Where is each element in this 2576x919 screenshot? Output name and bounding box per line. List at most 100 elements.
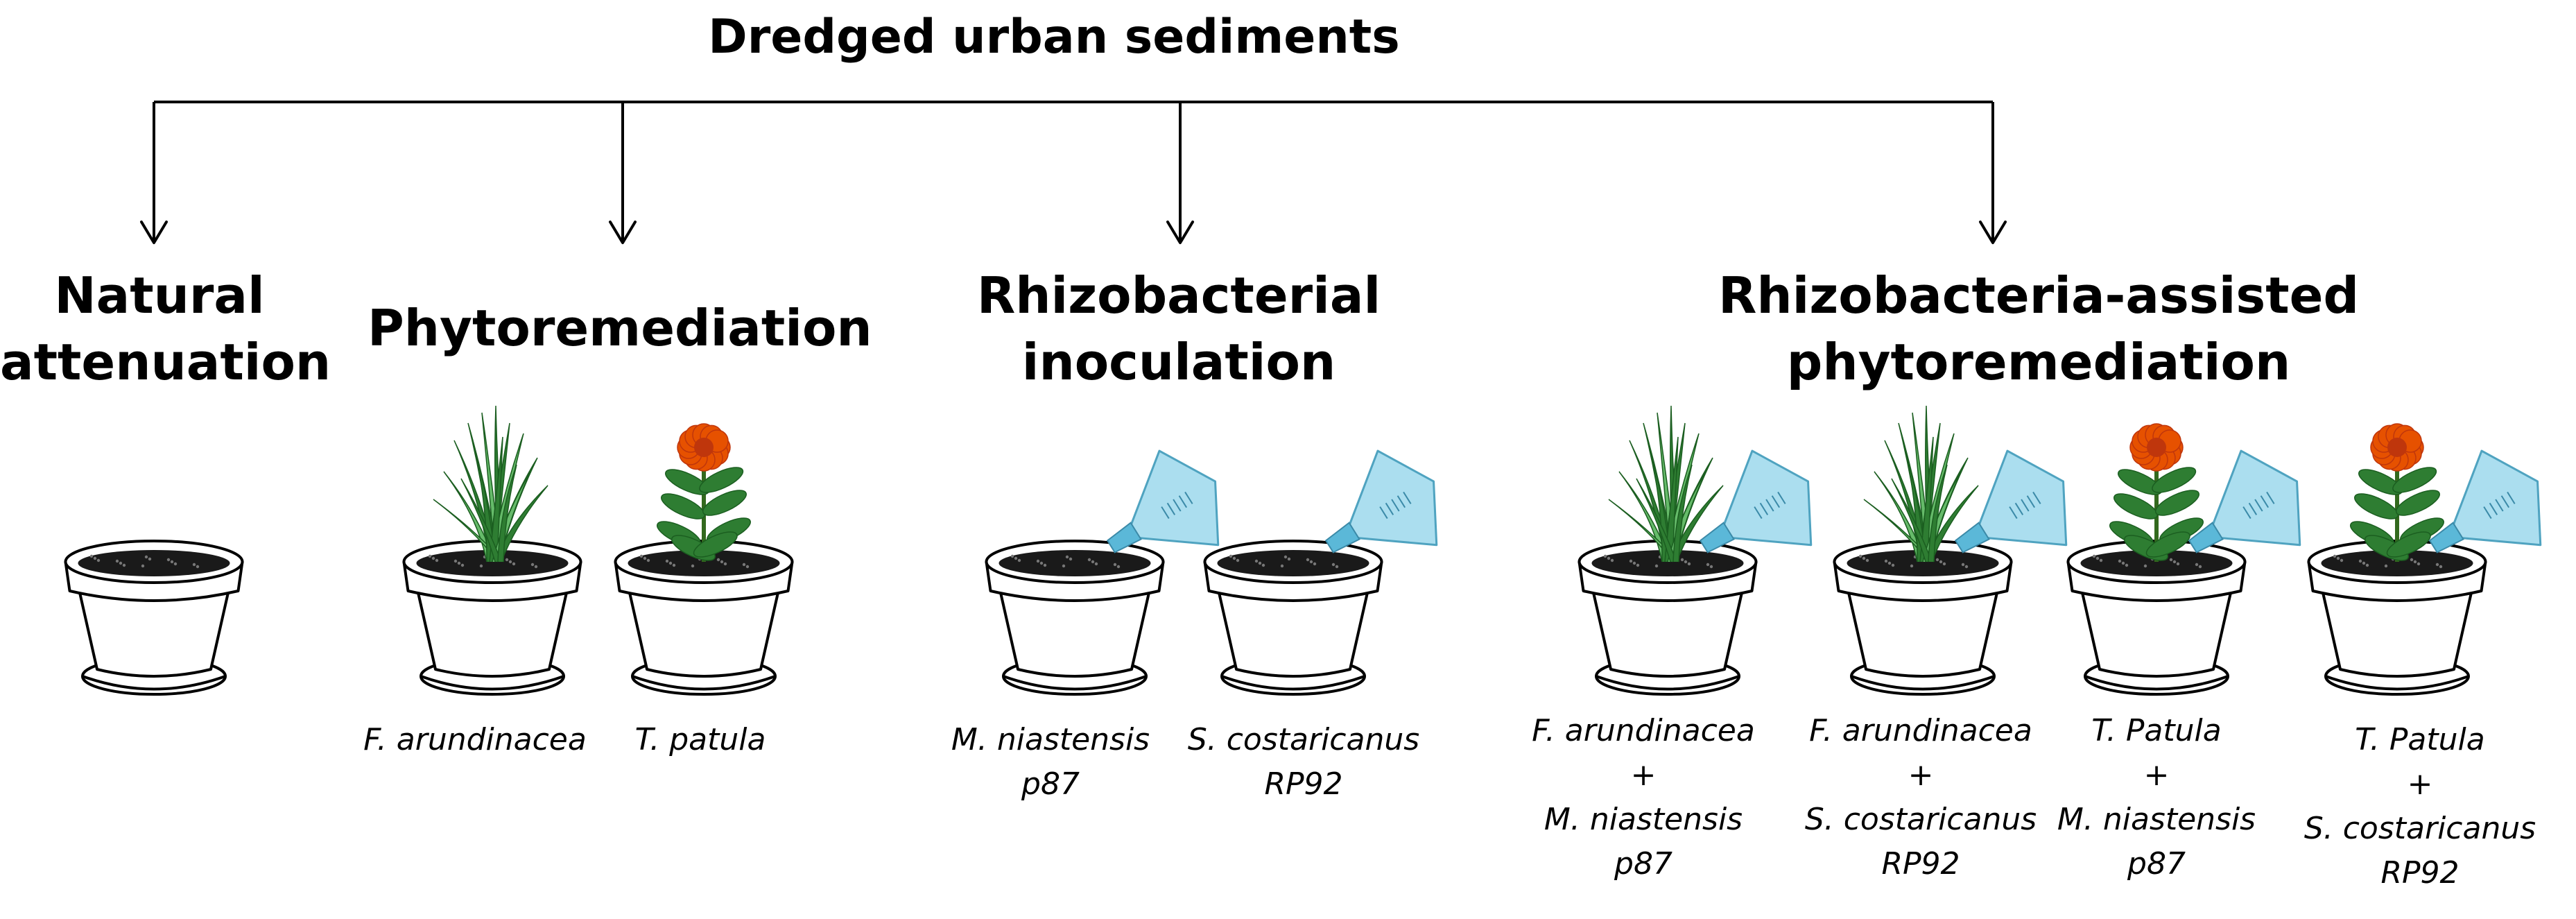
heading-line: phytoremediation <box>1786 333 2291 391</box>
soil-speck <box>2095 556 2100 560</box>
label-line: F. arundinacea <box>363 722 587 757</box>
grass-plant <box>433 405 548 562</box>
label-line: RP92 <box>1264 766 1343 802</box>
soil <box>1847 550 1999 576</box>
label-line: + <box>2407 766 2433 802</box>
pot-8 <box>2066 423 2301 696</box>
label-t-patula: T. patula <box>596 718 804 762</box>
inoculant-bottle <box>2428 449 2542 553</box>
arrow-head <box>609 221 637 244</box>
leaf <box>2145 531 2190 558</box>
arrow-head <box>140 221 168 244</box>
soil-speck <box>2384 564 2388 568</box>
bottle-tick <box>2009 506 2018 519</box>
soil-speck <box>1065 555 1069 559</box>
bottle-tick <box>1385 502 1394 515</box>
soil-speck <box>505 558 509 562</box>
soil-speck <box>1891 563 1895 567</box>
soil-speck <box>643 556 647 560</box>
leaf <box>661 493 705 519</box>
soil-speck <box>196 565 200 569</box>
soil <box>2080 550 2233 576</box>
soil-speck <box>2092 554 2096 558</box>
label-line: S. costaricanus <box>1804 802 2037 837</box>
bottle-tick <box>2248 502 2258 515</box>
soil-speck <box>141 564 145 568</box>
soil-speck <box>1858 554 1862 558</box>
pot-illustrations <box>64 405 2542 696</box>
soil-speck <box>1910 564 1914 568</box>
arrow-head <box>1166 221 1194 244</box>
soil-speck <box>1964 565 1969 569</box>
soil-speck <box>2435 562 2439 567</box>
soil-speck <box>1113 562 1117 567</box>
soil-speck <box>534 565 538 569</box>
label-line: S. costaricanus <box>1187 722 1420 757</box>
soil-speck <box>1603 554 1607 558</box>
soil <box>1591 550 1744 576</box>
soil-speck <box>119 561 123 565</box>
soil-speck <box>530 562 535 567</box>
connector-lines <box>140 101 2007 244</box>
soil-speck <box>508 560 512 564</box>
heading-line: attenuation <box>0 333 331 391</box>
soil-speck <box>122 563 126 567</box>
soil-speck <box>2439 565 2443 569</box>
label-line: RP92 <box>2380 855 2460 891</box>
soil <box>78 550 230 576</box>
grass-blade <box>1863 499 1935 562</box>
grass-blade <box>460 478 502 562</box>
pot-4 <box>985 449 1220 696</box>
inoculant-bottle <box>1699 449 1813 553</box>
soil-speck <box>1069 557 1073 561</box>
bottle-tick <box>1166 502 1176 515</box>
soil-speck <box>1884 559 1888 563</box>
heading-rhizobacterial-inoculation: Rhizobacterial inoculation <box>957 262 1401 395</box>
soil-speck <box>96 558 101 562</box>
label-line: T. Patula <box>2355 722 2485 757</box>
bottle-tick <box>1184 491 1193 504</box>
pot-1 <box>64 540 244 696</box>
saucer-edge <box>1596 675 1740 691</box>
soil <box>1217 550 1369 576</box>
label-f-arundinacea-s-costaricanus: F. arundinacea + S. costaricanus RP92 <box>1796 709 2046 886</box>
soil-speck <box>1636 563 1640 567</box>
soil-speck <box>1687 562 1691 566</box>
soil-speck <box>2169 558 2173 562</box>
soil-speck <box>1087 558 1091 562</box>
bottle-tick <box>1759 502 1769 515</box>
soil-speck <box>1607 556 1611 560</box>
heading-line: Rhizobacteria-assisted <box>1718 266 2360 325</box>
leaf <box>2113 493 2158 519</box>
label-line: M. niastensis <box>951 722 1150 757</box>
grass-blade <box>1670 485 1724 562</box>
label-line: T. Patula <box>2091 713 2222 748</box>
bottle-tick <box>1379 506 1388 519</box>
marigold-plant <box>657 423 751 562</box>
leaf <box>693 531 738 558</box>
bottle-spout <box>1954 522 1990 553</box>
heading-line: Phytoremediation <box>368 299 872 357</box>
soil-speck <box>1010 554 1014 558</box>
label-line: + <box>1908 757 1934 793</box>
label-line: + <box>2143 757 2170 793</box>
label-t-patula-m-niastensis: T. Patula + M. niastensis p87 <box>2046 709 2267 886</box>
bottle-tick <box>2032 491 2041 504</box>
bottle-spout <box>1699 522 1735 553</box>
soil-speck <box>1283 555 1288 559</box>
label-t-patula-s-costaricanus: T. Patula + S. costaricanus RP92 <box>2295 718 2545 895</box>
soil-speck <box>1091 560 1095 564</box>
soil-speck <box>1254 559 1259 563</box>
soil-speck <box>192 562 196 567</box>
inoculant-bottle <box>2188 449 2301 553</box>
soil-speck <box>1309 560 1313 564</box>
grass-plant <box>1863 405 1979 562</box>
soil-speck <box>1939 560 1943 564</box>
soil-speck <box>2336 556 2340 560</box>
soil-speck <box>1865 558 1869 562</box>
inoculant-bottle <box>1324 449 1438 553</box>
bottle-tick <box>2014 502 2024 515</box>
saucer-edge <box>82 675 226 691</box>
heading-line: Rhizobacterial <box>976 266 1381 325</box>
saucer-edge <box>1221 675 1365 691</box>
